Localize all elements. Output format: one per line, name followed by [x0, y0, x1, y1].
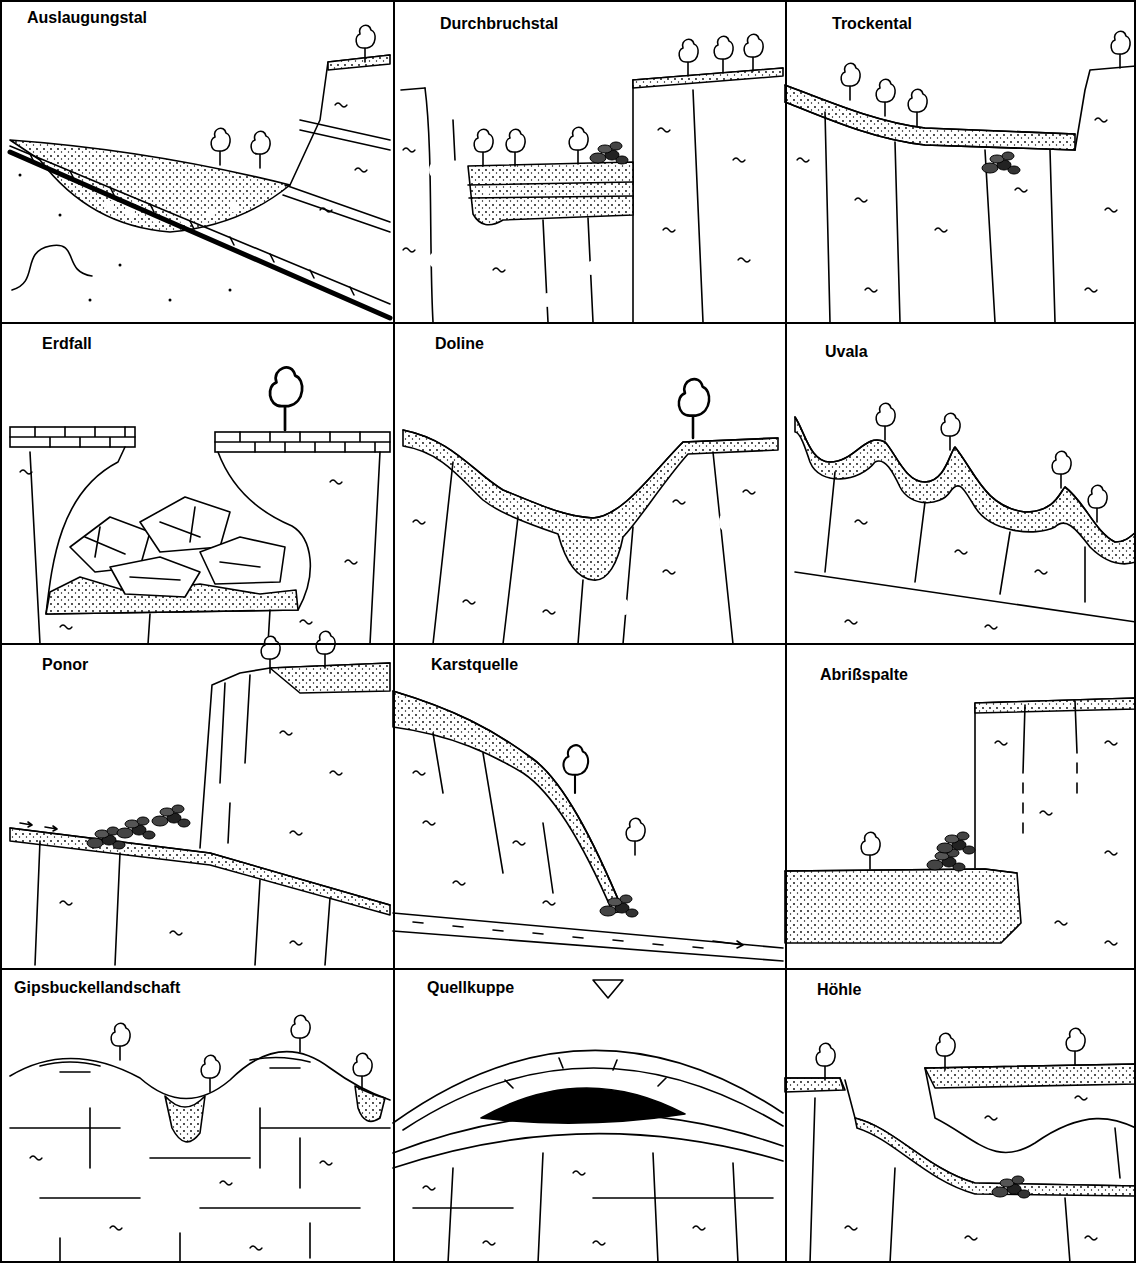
landform-panel: Karstquelle: [393, 643, 787, 970]
valley-breakthrough: [401, 34, 783, 322]
landform-panel: Erdfall: [0, 322, 395, 645]
landform-panel: Abrißspalte: [785, 643, 1136, 970]
panel-title: Erdfall: [42, 334, 92, 353]
landform-panel: Auslaugungstal: [0, 0, 395, 324]
karst-spring: [393, 691, 783, 961]
sinkhole-collapse: [10, 367, 390, 644]
panel-title: Ponor: [42, 655, 88, 674]
panel-title: Uvala: [825, 342, 868, 361]
landform-panel: Trockental: [785, 0, 1136, 324]
ponor: [10, 631, 390, 965]
landform-panel: Quellkuppe: [393, 968, 787, 1263]
cave: [785, 1028, 1136, 1263]
panel-title: Abrißspalte: [820, 665, 908, 684]
landform-panel: Uvala: [785, 322, 1136, 645]
panel-title: Höhle: [817, 980, 861, 999]
panel-title: Gipsbuckellandschaft: [14, 978, 180, 997]
valley-leaching: [10, 25, 390, 318]
valley-dry: [785, 31, 1136, 322]
landform-panel: Gipsbuckellandschaft: [0, 968, 395, 1263]
landform-panel: Doline: [393, 322, 787, 645]
tension-crack: [785, 698, 1136, 945]
landform-panel: Ponor: [0, 643, 395, 970]
landform-panel: Durchbruchstal: [393, 0, 787, 324]
panel-title: Karstquelle: [431, 655, 518, 674]
swelling-dome: [393, 980, 783, 1263]
gypsum-hummocks: [10, 1015, 390, 1263]
panel-title: Quellkuppe: [427, 978, 514, 997]
panel-title: Doline: [435, 334, 484, 353]
landform-panel: Höhle: [785, 968, 1136, 1263]
panel-title: Durchbruchstal: [440, 14, 558, 33]
doline: [403, 379, 778, 644]
uvala: [795, 403, 1136, 629]
panel-title: Trockental: [832, 14, 912, 33]
panel-title: Auslaugungstal: [27, 8, 147, 27]
